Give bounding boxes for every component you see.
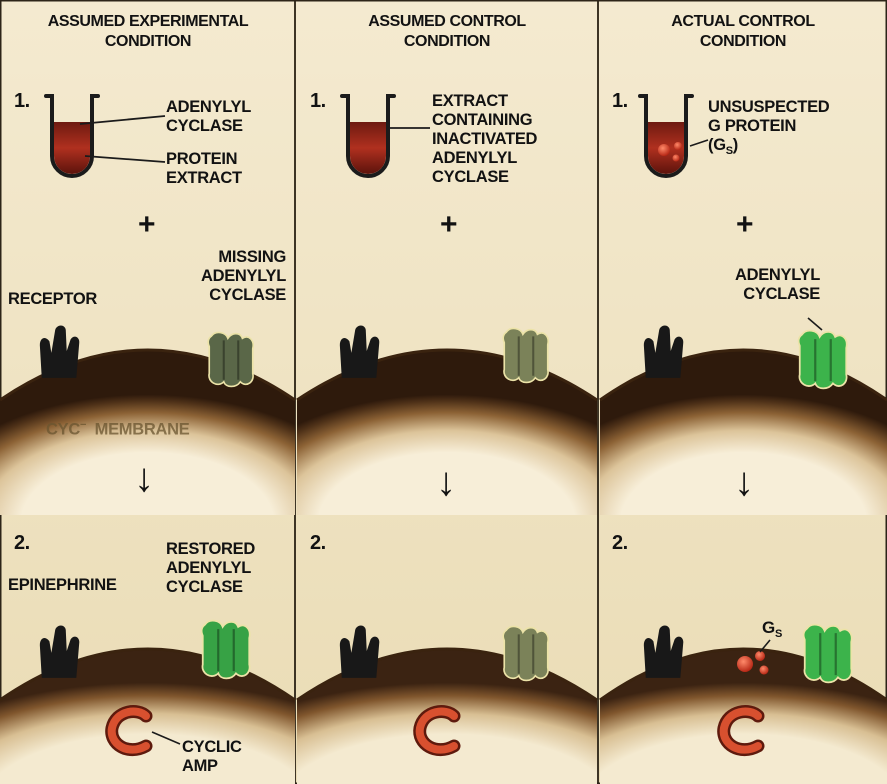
tube-label-top: ADENYLYL CYCLASE	[166, 98, 251, 136]
gs-paren-label: (GS)	[708, 136, 829, 161]
adenylyl-cyclase-icon	[804, 625, 852, 683]
down-arrow-icon: ↓	[436, 462, 456, 502]
tube-label-bottom: PROTEIN EXTRACT	[166, 150, 242, 188]
g-protein-icon	[674, 142, 682, 150]
header-line: CONDITION	[300, 32, 594, 52]
g-protein-icon	[658, 144, 670, 156]
gs-label: GS	[762, 618, 782, 644]
plus-icon: +	[440, 210, 457, 240]
membrane-label: CYC− MEMBRANE	[46, 416, 189, 440]
tube-label: EXTRACT CONTAINING INACTIVATED ADENYLYL …	[432, 92, 537, 187]
header-line: ACTUAL CONTROL	[602, 12, 884, 32]
receptor-label: RECEPTOR	[8, 290, 97, 309]
down-arrow-icon: ↓	[734, 462, 754, 502]
step-number: 1.	[310, 92, 326, 111]
step-number: 2.	[612, 534, 628, 553]
restored-cyclase-label: RESTORED ADENYLYL CYCLASE	[166, 540, 255, 597]
adenylyl-cyclase-icon	[208, 332, 253, 386]
adenylyl-cyclase-icon	[799, 331, 847, 389]
step-number: 1.	[612, 92, 628, 111]
down-arrow-icon: ↓	[134, 458, 154, 498]
adenylyl-cyclase-icon	[503, 328, 548, 382]
panel-header: ACTUAL CONTROL CONDITION	[602, 12, 884, 52]
panel-header: ASSUMED EXPERIMENTAL CONDITION	[8, 12, 288, 52]
step-number: 1.	[14, 92, 30, 111]
header-line: ASSUMED CONTROL	[300, 12, 594, 32]
cyclase-label: MISSING ADENYLYL CYCLASE	[186, 248, 286, 305]
step-number: 2.	[14, 534, 30, 553]
step-number: 2.	[310, 534, 326, 553]
epinephrine-label: EPINEPHRINE	[8, 576, 117, 595]
plus-icon: +	[138, 210, 155, 240]
header-line: ASSUMED EXPERIMENTAL	[8, 12, 288, 32]
header-line: CONDITION	[8, 32, 288, 52]
g-protein-icon	[673, 155, 680, 162]
panel-header: ASSUMED CONTROL CONDITION	[300, 12, 594, 52]
plus-icon: +	[736, 210, 753, 240]
cyclic-amp-label: CYCLIC AMP	[182, 738, 242, 776]
g-protein-icon	[760, 666, 769, 675]
adenylyl-cyclase-icon	[503, 626, 548, 680]
cyclase-label: ADENYLYL CYCLASE	[690, 266, 820, 304]
header-line: CONDITION	[602, 32, 884, 52]
g-protein-icon	[737, 656, 753, 672]
adenylyl-cyclase-icon	[202, 621, 250, 679]
tube-label: UNSUSPECTED G PROTEIN (GS)	[708, 98, 829, 161]
g-protein-icon	[755, 651, 765, 661]
